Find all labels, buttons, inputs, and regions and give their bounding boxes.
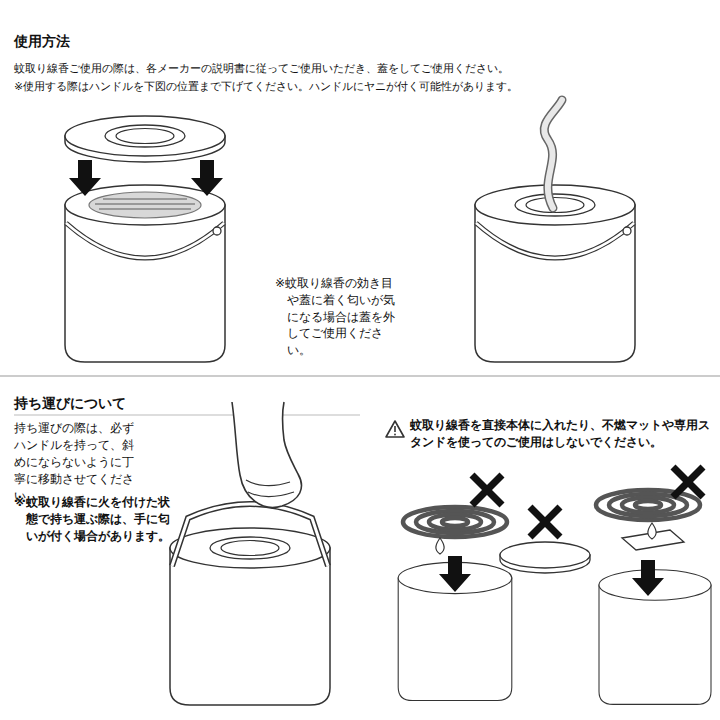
instruction-text: 持ち運びの際は、必ずハンドルを持って、斜めにならないように丁寧に移動させてくださ… [14, 420, 144, 505]
note-text: ※蚊取り線香の効き目や蓋に着く匂いが気になる場合は蓋を外してご使用ください。 [275, 275, 401, 359]
note-text: ※蚊取り線香に火を付けた状態で持ち運ぶ際は、手に匂いが付く場合があります。 [14, 494, 176, 545]
section-heading: 持ち運びについて [14, 394, 314, 412]
section-heading: 使用方法 [14, 32, 314, 50]
warning-text: 蚊取り線香を直接本体に入れたり、不燃マットや専用スタンドを使ってのご使用はしない… [410, 417, 710, 451]
instruction-text: 蚊取り線香ご使用の際は、各メーカーの説明書に従ってご使用いただき、蓋をしてご使用… [14, 62, 674, 76]
note-text: ※使用する際はハンドルを下図の位置まで下げてください。ハンドルにヤニが付く可能性… [14, 80, 694, 94]
